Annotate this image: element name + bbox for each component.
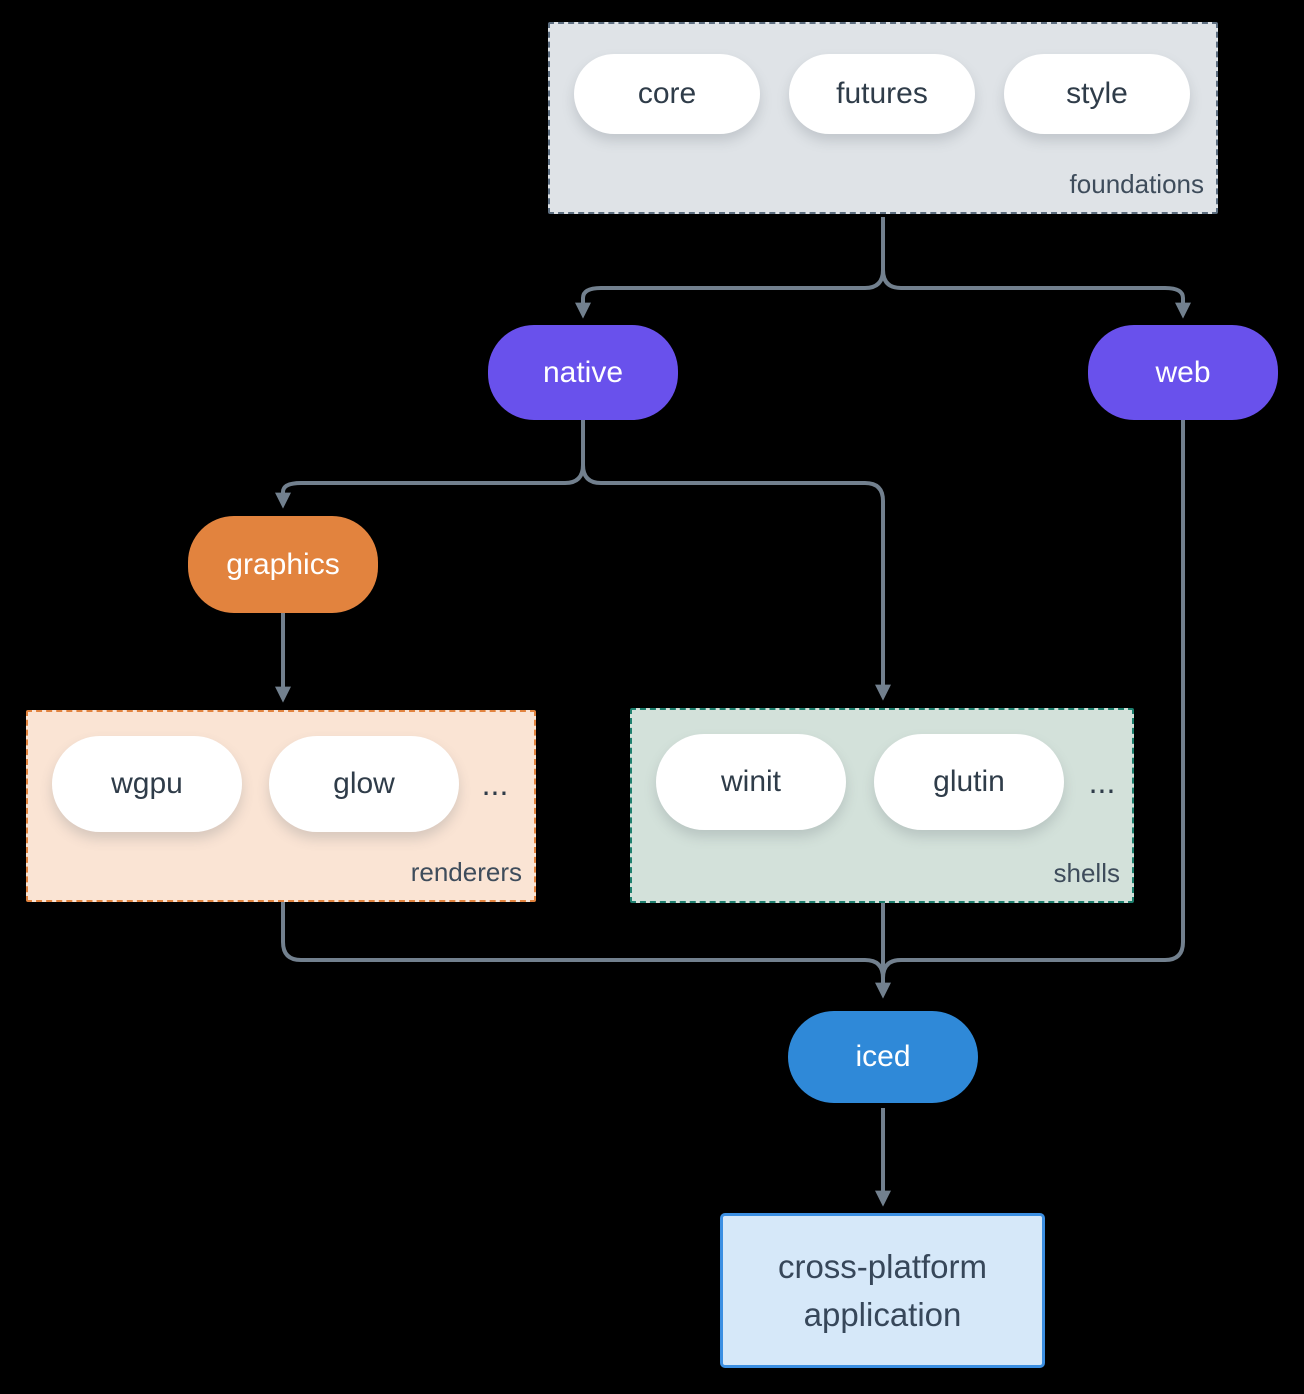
app-label-line1: cross-platform [777,1247,988,1285]
node-web-label: web [1155,355,1211,389]
edge-web-merge [881,420,1185,979]
node-style-label: style [1066,77,1128,110]
node-wgpu: wgpu [52,736,242,832]
renderers-ellipsis: ... [481,765,509,802]
group-renderers-label: renderers [410,857,522,887]
node-glow-label: glow [333,767,395,800]
node-winit-label: winit [720,765,781,798]
node-core-label: core [637,77,697,110]
node-iced: iced [788,1011,978,1103]
node-futures-label: futures [836,77,928,110]
edge-foundations-native [575,217,885,319]
node-wgpu-label: wgpu [111,767,183,800]
node-native-label: native [542,355,624,389]
node-native: native [488,325,678,420]
node-graphics: graphics [188,516,378,613]
edge-foundations-web [881,269,1191,319]
edge-native-graphics [275,420,585,509]
group-renderers: wgpu glow ... renderers [26,710,536,902]
group-shells: winit glutin ... shells [630,708,1134,903]
edge-renderers-merge [281,902,885,979]
node-style: style [1004,54,1190,134]
node-web: web [1088,325,1278,420]
group-foundations-label: foundations [1069,169,1204,199]
group-foundations: core futures style foundations [548,22,1218,214]
node-glutin-label: glutin [933,765,1005,798]
node-graphics-label: graphics [226,547,340,581]
node-cross-platform-application: cross-platform application [720,1213,1045,1368]
node-core: core [574,54,760,134]
edge-native-shells [581,464,891,701]
shells-ellipsis: ... [1088,763,1116,800]
node-iced-label: iced [855,1040,911,1073]
group-shells-label: shells [1053,858,1120,888]
node-futures: futures [789,54,975,134]
node-glutin: glutin [874,734,1064,830]
app-label-line2: application [803,1295,962,1333]
node-winit: winit [656,734,846,830]
node-glow: glow [269,736,459,832]
